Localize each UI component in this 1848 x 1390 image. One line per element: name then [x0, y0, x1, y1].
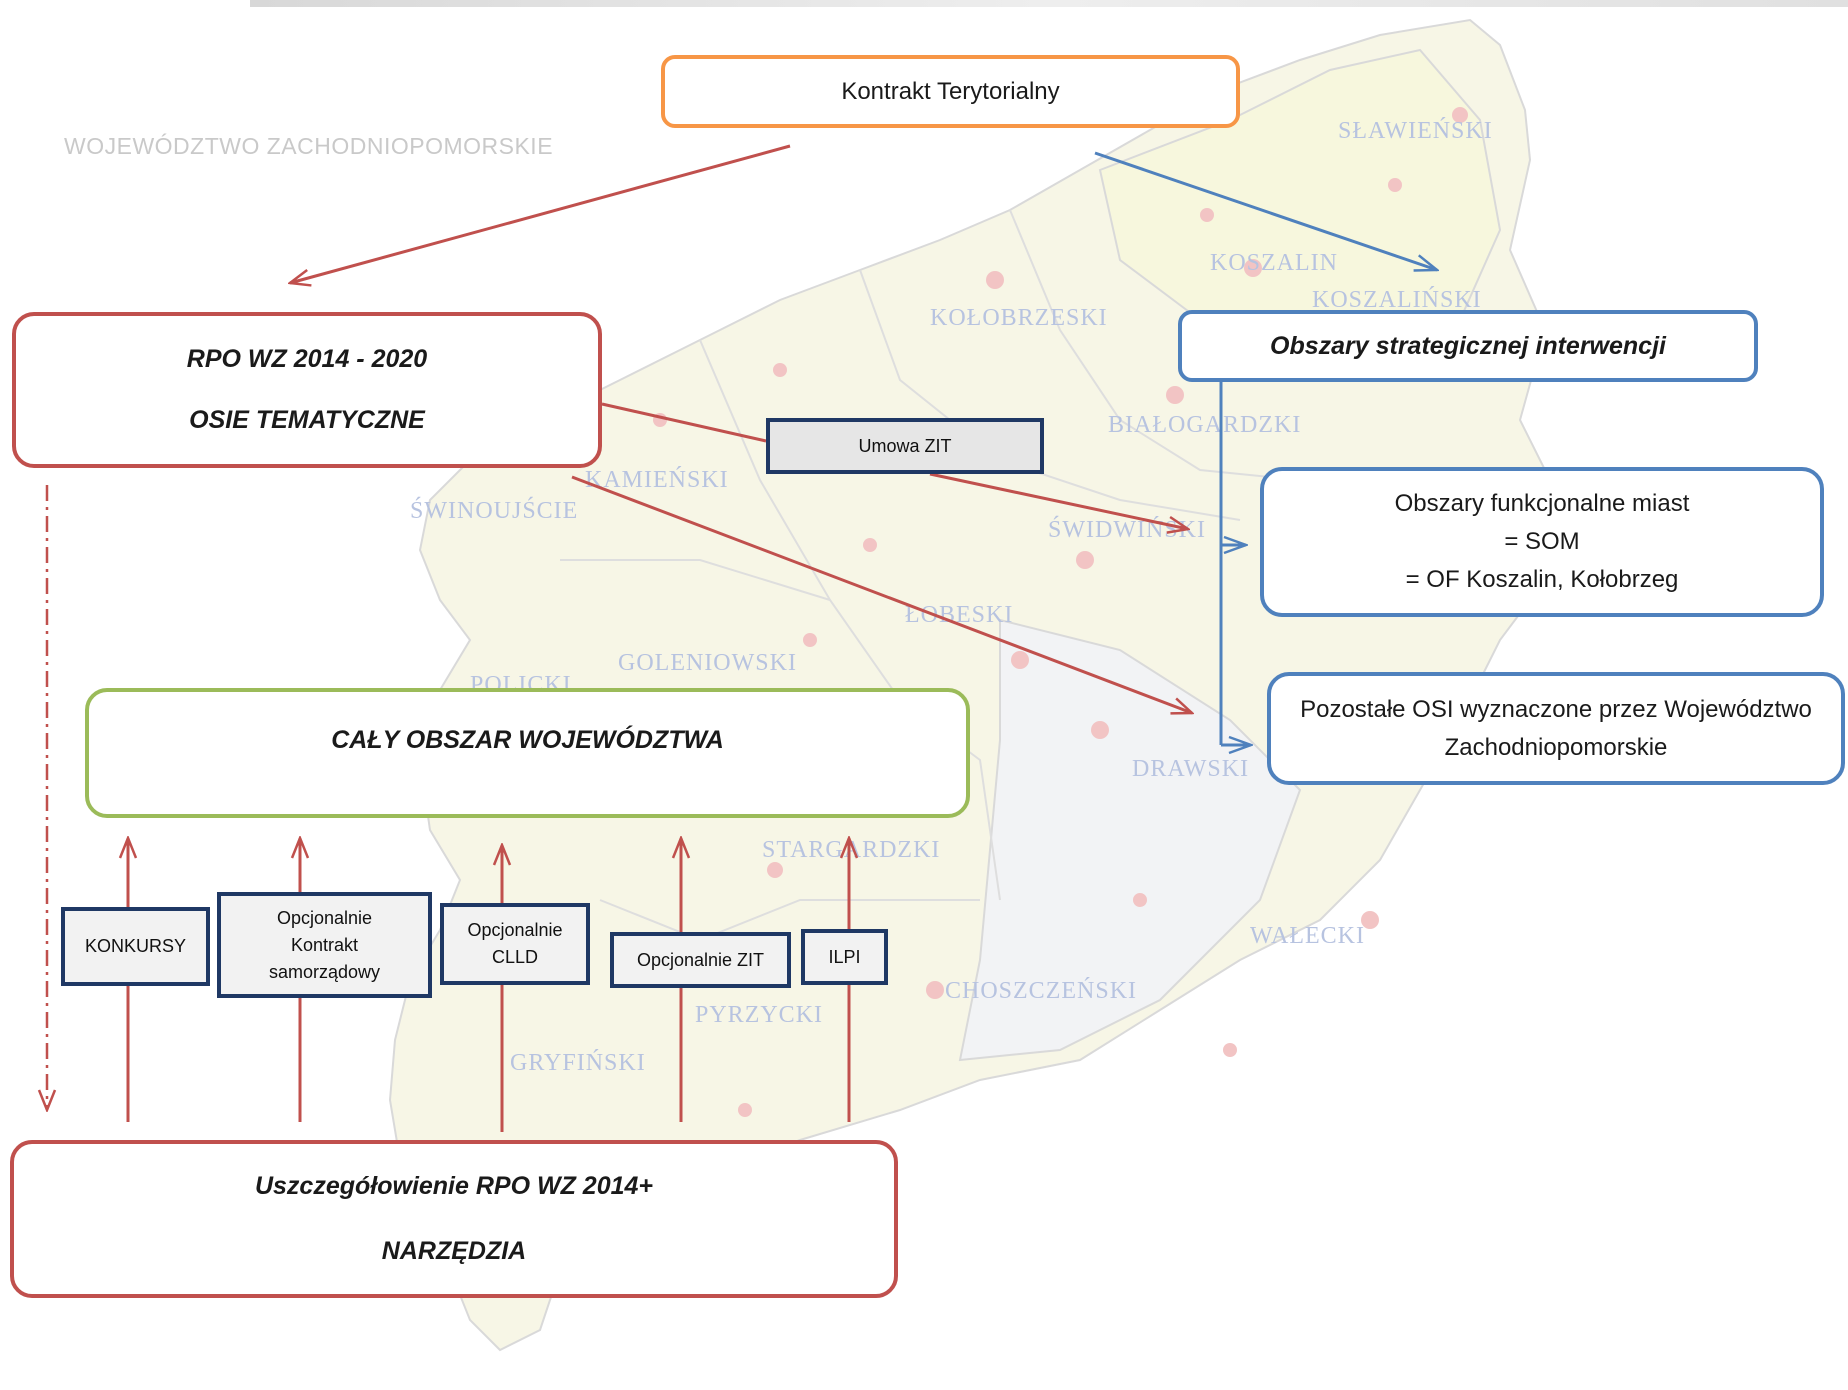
zit-label: Opcjonalnie ZIT — [636, 949, 765, 970]
arrow-kontrakt-to-osi — [1094, 151, 1437, 270]
pozostale-osi-box: Pozostałe OSI wyznaczone przez Województ… — [1267, 672, 1845, 785]
map-region-south — [958, 618, 1302, 1062]
ilpi-box: ILPI — [801, 929, 888, 985]
map-label-koszalinski: KOSZALIŃSKI — [1312, 287, 1482, 313]
obszary-funkcjonalne-line1: Obszary funkcjonalne miast — [1394, 490, 1690, 517]
map-label-koszalin: KOSZALIN — [1210, 250, 1338, 276]
kontrakt-terytorialny-box: Kontrakt Terytorialny — [661, 55, 1240, 128]
rpo-subtitle: OSIE TEMATYCZNE — [189, 406, 425, 434]
map-label-kamienski: KAMIEŃSKI — [585, 467, 729, 493]
kontrakt-samorzadowy-box: Opcjonalnie Kontrakt samorządowy — [217, 892, 432, 998]
clld-label: Opcjonalnie CLLD — [467, 920, 563, 967]
obszary-funkcjonalne-line2: = SOM — [1504, 528, 1580, 555]
map-label-kolobrzeski: KOŁOBRZESKI — [930, 305, 1108, 331]
map-town-dot — [1200, 208, 1214, 222]
map-town-dot — [738, 1103, 752, 1117]
rpo-box: RPO WZ 2014 - 2020 OSIE TEMATYCZNE — [12, 312, 602, 468]
arrow-kontrakt-to-rpo — [290, 144, 791, 283]
arrow-umowa-to-obszary-funkcjonalne — [929, 472, 1188, 529]
map-town-dot — [1076, 551, 1094, 569]
map-town-dot — [767, 862, 783, 878]
zit-box: Opcjonalnie ZIT — [610, 932, 791, 988]
map-town-dot — [803, 633, 817, 647]
map-town-dot — [1452, 107, 1468, 123]
kontrakt-samorzadowy-label: Opcjonalnie Kontrakt samorządowy — [268, 907, 381, 982]
line-rpo-to-umowa — [601, 402, 767, 443]
caly-obszar-label: CAŁY OBSZAR WOJEWÓDZTWA — [331, 726, 724, 754]
map-label-walecki: WAŁECKI — [1250, 923, 1365, 949]
umowa-zit-label: Umowa ZIT — [858, 435, 952, 456]
narzedzia-subtitle: NARZĘDZIA — [381, 1237, 527, 1265]
map-label-pyrzycki: PYRZYCKI — [695, 1002, 824, 1028]
map-label-goleniowski: GOLENIOWSKI — [618, 650, 797, 676]
map-label-drawski: DRAWSKI — [1132, 756, 1250, 782]
rpo-title: RPO WZ 2014 - 2020 — [186, 345, 428, 373]
map-town-dot — [1091, 721, 1109, 739]
pozostale-osi-line2: Zachodniopomorskie — [1444, 733, 1668, 761]
kontrakt-terytorialny-label: Kontrakt Terytorialny — [841, 77, 1060, 105]
map-label-gryfinski: GRYFIŃSKI — [510, 1050, 646, 1076]
map-town-dot — [863, 538, 877, 552]
map-title: WOJEWÓDZTWO ZACHODNIOPOMORSKIE — [64, 133, 554, 159]
top-gradient-bar — [250, 0, 1848, 7]
map-town-dot — [1011, 651, 1029, 669]
map-town-dot — [1223, 1043, 1237, 1057]
clld-box: Opcjonalnie CLLD — [440, 903, 590, 985]
ilpi-label: ILPI — [828, 946, 861, 967]
arrow-rpo-to-pozostale — [571, 475, 1192, 713]
narzedzia-title: Uszczegółowienie RPO WZ 2014+ — [254, 1172, 654, 1200]
map-label-swinoujscie: ŚWINOUJŚCIE — [410, 498, 579, 524]
map-town-dot — [926, 981, 944, 999]
osi-label: Obszary strategicznej interwencji — [1270, 331, 1666, 360]
map-label-bialogardzki: BIAŁOGARDZKI — [1108, 412, 1302, 438]
obszary-funkcjonalne-box: Obszary funkcjonalne miast = SOM = OF Ko… — [1260, 467, 1824, 617]
map-town-dot — [1388, 178, 1402, 192]
caly-obszar-box: CAŁY OBSZAR WOJEWÓDZTWA — [85, 688, 970, 818]
narzedzia-box: Uszczegółowienie RPO WZ 2014+ NARZĘDZIA — [10, 1140, 898, 1298]
map-town-dot — [1166, 386, 1184, 404]
map-label-slawienski: SŁAWIEŃSKI — [1338, 118, 1493, 144]
umowa-zit-box: Umowa ZIT — [766, 418, 1044, 474]
konkursy-box: KONKURSY — [61, 907, 210, 986]
obszary-funkcjonalne-line3: = OF Koszalin, Kołobrzeg — [1405, 566, 1679, 593]
map-town-dot — [1133, 893, 1147, 907]
map-town-dot — [1361, 911, 1379, 929]
map-town-dot — [986, 271, 1004, 289]
pozostale-osi-line1: Pozostałe OSI wyznaczone przez Województ… — [1300, 695, 1812, 723]
konkursy-label: KONKURSY — [84, 936, 187, 956]
osi-box: Obszary strategicznej interwencji — [1178, 310, 1758, 382]
map-region-east — [1098, 48, 1502, 382]
map-town-dot — [1244, 259, 1262, 277]
map-label-choszczenski: CHOSZCZEŃSKI — [945, 978, 1138, 1004]
map-town-dot — [773, 363, 787, 377]
